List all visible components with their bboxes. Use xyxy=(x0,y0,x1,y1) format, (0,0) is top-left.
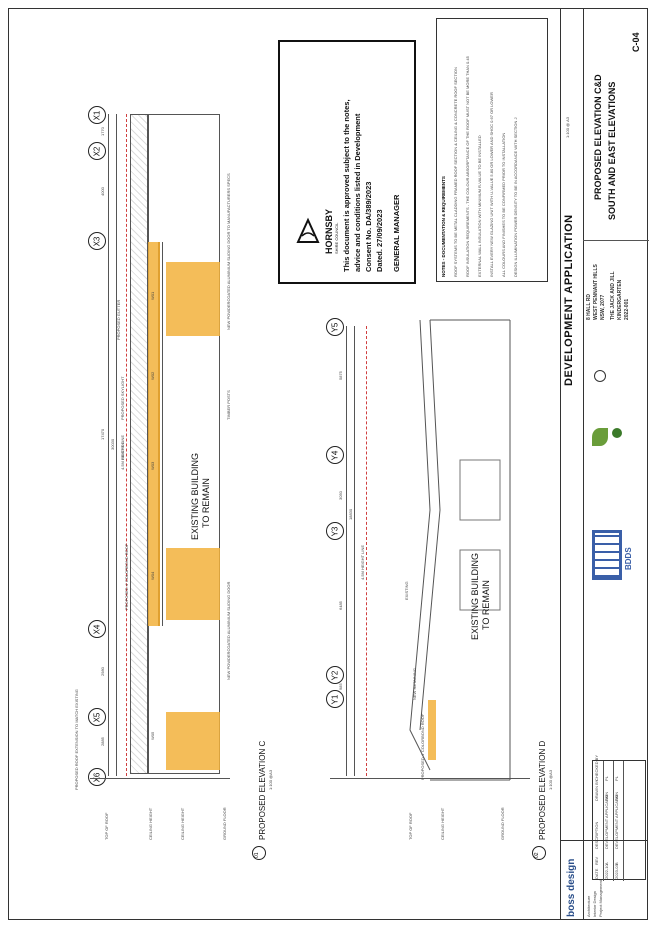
bdds-logo: BDDS xyxy=(588,500,633,600)
stamp-line-3: Consent No. DA/389/2023 xyxy=(364,181,373,272)
council-approval-stamp: HORNSBY SHIRE COUNCIL This document is a… xyxy=(278,40,416,284)
consultant-logos xyxy=(590,400,640,600)
note-item: EXTERNAL WALL INSULATION WITH MINIMUM R-… xyxy=(477,135,482,277)
firm-name: boss design xyxy=(566,858,577,917)
rev-col-divider xyxy=(603,761,604,881)
revision-table: DATE REV DESCRIPTION DRAWN BY CHECKED BY… xyxy=(592,755,646,881)
drawing-title-2: SOUTH AND EAST ELEVATIONS xyxy=(607,81,617,220)
stamp-line-4: Dated. 27/09/2023 xyxy=(375,209,384,272)
bdds-label: BDDS xyxy=(624,547,633,570)
job-number: 2022-001 xyxy=(624,298,630,320)
address-2: WEST PENNANT HILLS xyxy=(593,264,599,320)
drawing-title-1: PROPOSED ELEVATION C&D xyxy=(593,74,603,200)
scale-note: 1:100 @ A3 xyxy=(565,117,570,138)
address-3: NSW, 2077 xyxy=(600,294,606,320)
leaf-logo-icon xyxy=(592,428,608,446)
rev-header-drawn: DRAWN BY xyxy=(594,779,599,801)
stamp-signoff: GENERAL MANAGER xyxy=(392,194,401,272)
firm-sub-1: Architecture xyxy=(586,895,591,917)
rev-header-checked: CHECKED BY xyxy=(594,754,599,781)
note-item: ROOF INSULATION REQUIREMENTS - THE COLOU… xyxy=(465,56,470,277)
council-name: HORNSBY xyxy=(324,208,334,254)
firm-logo: boss design Architecture Interior Design… xyxy=(560,840,648,919)
rev-col-divider xyxy=(623,761,624,881)
stamp-line-1: This document is approved subject to the… xyxy=(342,99,351,272)
rev-col-divider xyxy=(613,761,614,881)
sheet-border xyxy=(8,8,648,920)
bdds-house-icon xyxy=(592,530,622,580)
council-logo-icon xyxy=(294,216,322,246)
note-item: INSTALL EVERY NEW GLAZING UNIT WITH U-VA… xyxy=(489,92,494,277)
north-arrow-icon xyxy=(594,370,606,382)
strip-divider xyxy=(583,8,584,920)
rev-row-drawn: BM xyxy=(604,795,609,801)
client-name-2: KINDERGARTEN xyxy=(617,279,623,320)
development-application-label: DEVELOPMENT APPLICATION xyxy=(563,214,575,386)
rev-row-checked: PL xyxy=(604,776,609,781)
drawing-number: C-04 xyxy=(631,32,641,52)
project-info: 8 HALL RD WEST PENNANT HILLS NSW, 2077 T… xyxy=(584,250,644,550)
note-item: DESIGN ILLUMINATION POWER DENSITY TO BE … xyxy=(513,117,518,277)
council-sub: SHIRE COUNCIL xyxy=(334,222,339,254)
green-badge-icon xyxy=(612,428,622,438)
client-name-1: THE JACK AND JILL xyxy=(610,271,616,320)
address-1: 8 HALL RD xyxy=(586,293,592,320)
title-strip: DEVELOPMENT APPLICATION PROPOSED ELEVATI… xyxy=(560,8,649,920)
note-item: ALL COLOURS AND FINISHES TO BE CONFIRMED… xyxy=(501,132,506,277)
rev-row-checked: PL xyxy=(614,776,619,781)
firm-sub-2: Interior Design xyxy=(592,890,597,917)
title-divider xyxy=(583,240,649,241)
rev-row-drawn: BM xyxy=(614,795,619,801)
note-item: ROOF SYSTEMS TO BE METAL CLADDING FRAMED… xyxy=(453,67,458,277)
stamp-line-2: advice and conditions listed in Developm… xyxy=(353,113,362,272)
notes-heading: NOTES - DOCUMENTATION & REQUIREMENTS xyxy=(441,176,446,277)
notes-panel: NOTES - DOCUMENTATION & REQUIREMENTS ROO… xyxy=(436,18,548,282)
firm-sub-3: Project Management xyxy=(598,880,603,917)
